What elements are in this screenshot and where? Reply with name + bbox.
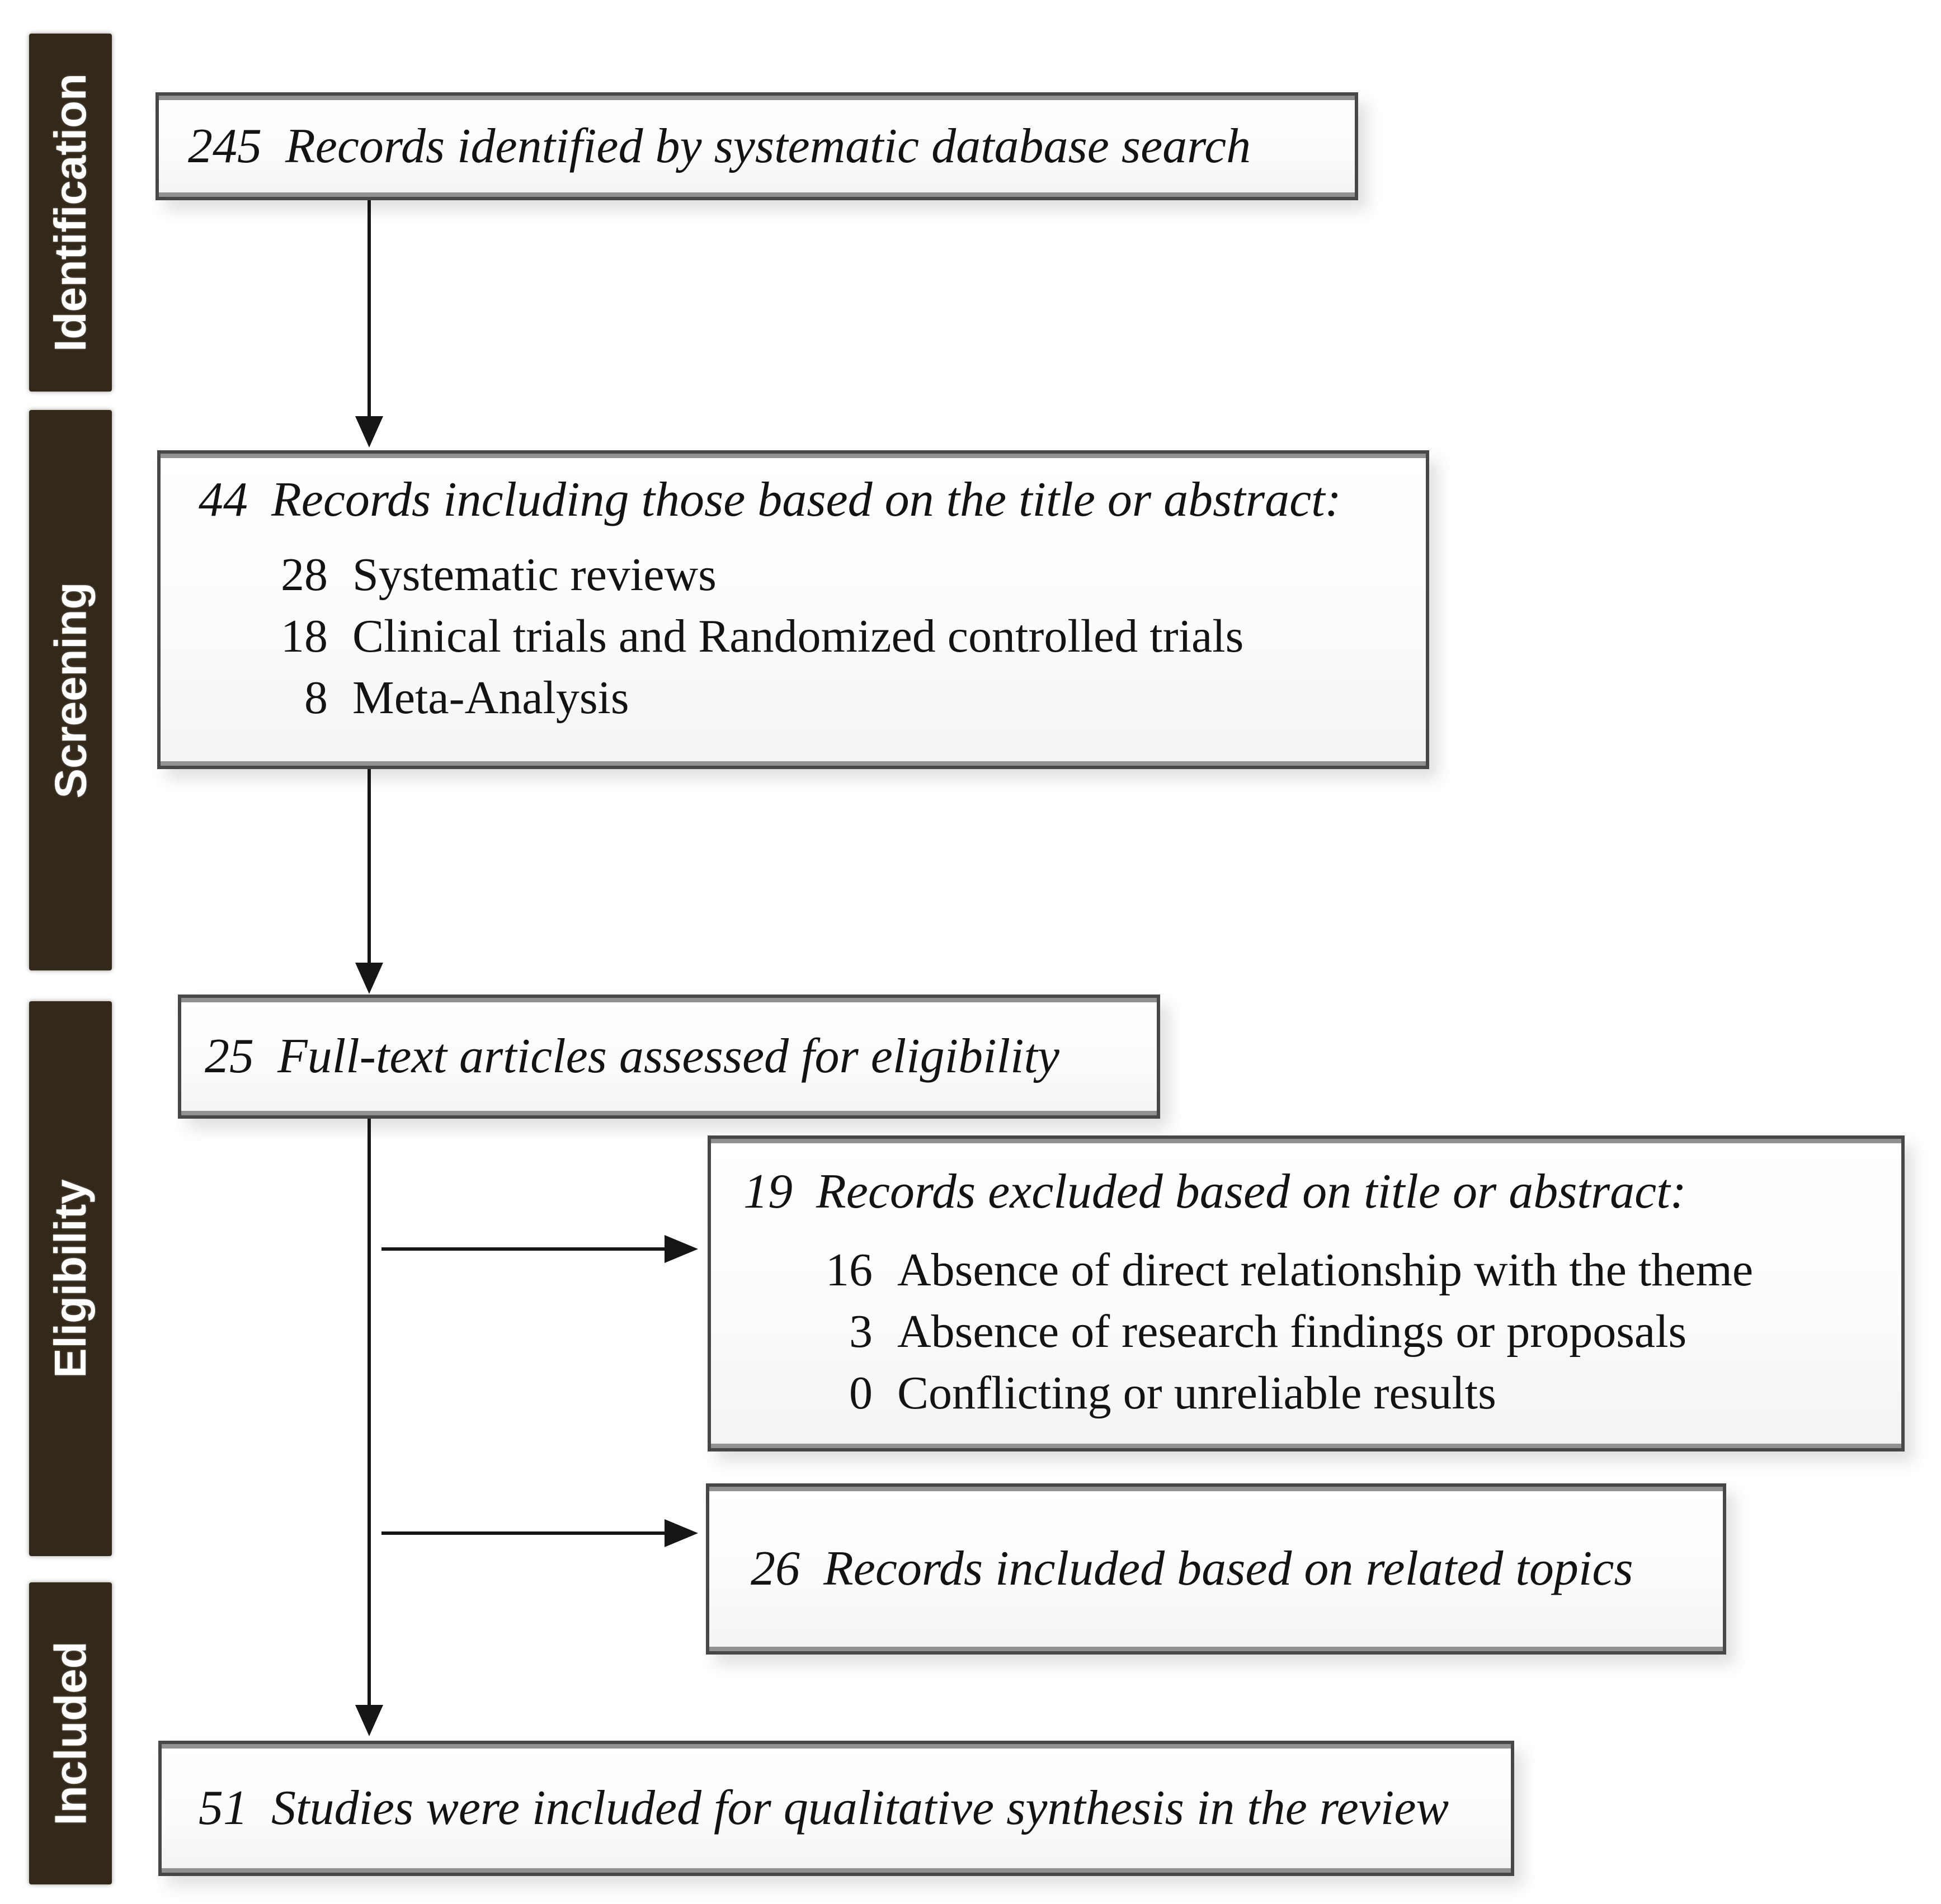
record-label: Records excluded based on title or abstr… [816,1165,1686,1219]
record-count: 25 [205,1029,254,1084]
subitem-label: Absence of direct relationship with the … [897,1243,1754,1296]
screened-subitem: 28 Systematic reviews [199,544,1409,606]
subitem-count: 28 [281,548,328,601]
subitem-label: Absence of research findings or proposal… [897,1305,1687,1358]
stage-bar-identification: Identification [29,34,112,392]
record-count: 19 [743,1165,793,1219]
record-count: 51 [199,1781,248,1836]
excluded-subitem: 16 Absence of direct relationship with t… [743,1240,1885,1301]
stage-bar-screening: Screening [29,410,112,970]
arrow-to-related-head-icon [665,1519,698,1547]
box-records-excluded: 19 Records excluded based on title or abs… [708,1135,1905,1451]
arrow-fulltext-to-final-head-icon [355,1705,383,1736]
excluded-subitem: 3 Absence of research findings or propos… [743,1301,1885,1363]
arrow-to-related-line [381,1531,665,1535]
subitem-label: Clinical trials and Randomized controlle… [352,610,1244,662]
subitem-label: Systematic reviews [352,548,717,601]
subitem-count: 0 [849,1366,873,1419]
box-studies-included: 51 Studies were included for qualitative … [158,1741,1514,1876]
record-count: 26 [751,1542,800,1596]
box-records-screened-header: 44 Records including those based on the t… [199,470,1409,530]
subitem-label: Conflicting or unreliable results [897,1366,1496,1419]
arrow-to-excluded-line [381,1247,665,1251]
stage-label-eligibility: Eligibility [45,1179,95,1378]
stage-label-included: Included [45,1641,95,1826]
record-label: Studies were included for qualitative sy… [271,1781,1449,1836]
record-label: Records included based on related topics [823,1542,1633,1596]
screened-subitem: 8 Meta-Analysis [199,667,1409,729]
box-studies-included-text: 51 Studies were included for qualitative … [199,1779,1449,1838]
subitem-count: 18 [281,610,328,662]
record-count: 44 [199,473,248,527]
arrow-identified-to-screened-head-icon [355,416,383,447]
arrow-screened-to-fulltext-head-icon [355,963,383,994]
box-records-identified: 245 Records identified by systematic data… [156,92,1358,200]
subitem-count: 16 [826,1243,873,1296]
box-fulltext-assessed-text: 25 Full-text articles assessed for eligib… [205,1027,1059,1086]
box-records-included-related-text: 26 Records included based on related topi… [751,1539,1633,1599]
subitem-count: 3 [849,1305,873,1358]
arrow-to-excluded-head-icon [665,1235,698,1263]
stage-label-screening: Screening [45,582,96,799]
stage-bar-eligibility: Eligibility [29,1001,112,1556]
record-label: Records identified by systematic databas… [285,119,1251,173]
record-label: Records including those based on the tit… [271,473,1341,527]
stage-label-identification: Identification [45,73,95,352]
record-count: 245 [188,119,262,173]
box-fulltext-assessed: 25 Full-text articles assessed for eligib… [178,995,1160,1119]
box-records-identified-text: 245 Records identified by systematic data… [188,117,1251,176]
arrow-identified-to-screened-line [368,200,371,416]
subitem-label: Meta-Analysis [352,671,629,724]
arrow-screened-to-fulltext-line [368,769,371,963]
stage-bar-included: Included [29,1582,112,1884]
screened-subitem: 18 Clinical trials and Randomized contro… [199,606,1409,667]
box-records-screened: 44 Records including those based on the t… [157,450,1429,769]
arrow-fulltext-to-final-line [368,1119,371,1705]
record-label: Full-text articles assessed for eligibil… [277,1029,1059,1084]
excluded-subitem: 0 Conflicting or unreliable results [743,1363,1885,1424]
subitem-count: 8 [304,671,328,724]
box-records-included-related: 26 Records included based on related topi… [706,1483,1726,1655]
box-records-excluded-header: 19 Records excluded based on title or abs… [743,1162,1885,1222]
